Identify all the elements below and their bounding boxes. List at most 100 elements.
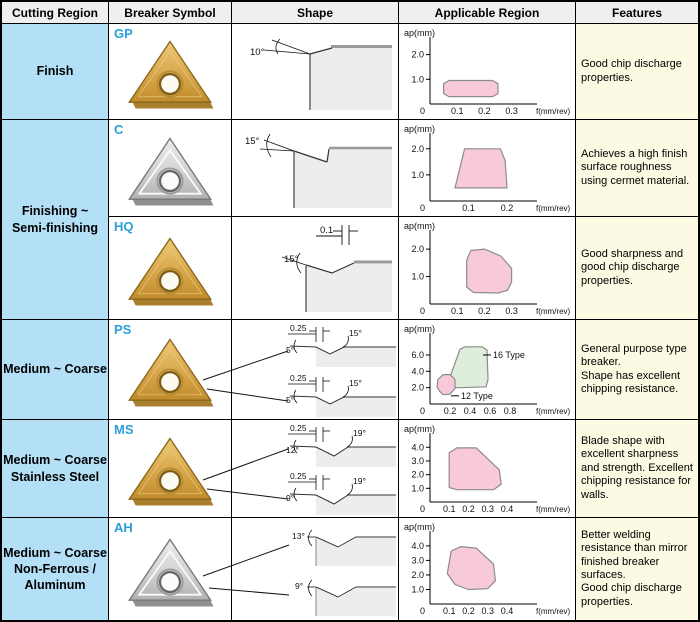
features-text: Blade shape with excellent sharpness and… bbox=[581, 434, 693, 501]
triangle-insert-gold-icon bbox=[128, 40, 214, 109]
breaker-symbol-label: PS bbox=[114, 322, 132, 337]
svg-text:2.0: 2.0 bbox=[411, 470, 424, 480]
header-breaker-symbol: Breaker Symbol bbox=[109, 2, 232, 24]
svg-text:6.0: 6.0 bbox=[411, 350, 424, 360]
breaker-cell-ah: AH bbox=[109, 518, 232, 620]
svg-text:1.0: 1.0 bbox=[411, 74, 424, 84]
svg-text:1.0: 1.0 bbox=[411, 170, 424, 180]
svg-text:f(mm/rev): f(mm/rev) bbox=[536, 107, 571, 116]
svg-text:0.3: 0.3 bbox=[505, 306, 518, 316]
breaker-symbol-label: C bbox=[114, 122, 124, 137]
svg-text:0: 0 bbox=[420, 406, 425, 416]
svg-text:9°: 9° bbox=[295, 581, 303, 591]
features-cell-ah: Better welding resistance than mirror fi… bbox=[576, 518, 698, 620]
shape-cell-gp: 10° bbox=[232, 24, 399, 120]
svg-text:13°: 13° bbox=[292, 531, 305, 541]
svg-text:f(mm/rev): f(mm/rev) bbox=[536, 505, 571, 514]
region-cell-medium-coarse-nonferrous: Medium ~ Coarse Non-Ferrous / Aluminum bbox=[2, 518, 109, 620]
svg-text:2.0: 2.0 bbox=[411, 244, 424, 254]
svg-text:10°: 10° bbox=[250, 47, 265, 58]
svg-text:19°: 19° bbox=[353, 476, 366, 486]
svg-text:0.6: 0.6 bbox=[484, 406, 497, 416]
svg-text:0: 0 bbox=[420, 203, 425, 213]
shape-cell-c: 15° bbox=[232, 120, 399, 217]
features-cell-gp: Good chip discharge properties. bbox=[576, 24, 698, 120]
header-features: Features bbox=[576, 2, 698, 24]
svg-text:4.0: 4.0 bbox=[411, 442, 424, 452]
svg-text:5°: 5° bbox=[286, 345, 294, 355]
svg-text:0: 0 bbox=[420, 504, 425, 514]
svg-text:f(mm/rev): f(mm/rev) bbox=[536, 204, 571, 213]
svg-text:12 Type: 12 Type bbox=[461, 391, 493, 401]
svg-text:f(mm/rev): f(mm/rev) bbox=[536, 307, 571, 316]
svg-text:9°: 9° bbox=[286, 493, 294, 503]
svg-text:0.25: 0.25 bbox=[290, 471, 307, 481]
svg-text:2.0: 2.0 bbox=[411, 50, 424, 60]
svg-text:0: 0 bbox=[420, 606, 425, 616]
shape-diagram-ah: 13° 9° bbox=[292, 529, 396, 616]
shape-cell-ah: 13° 9° bbox=[232, 518, 399, 620]
breaker-symbol-label: HQ bbox=[114, 219, 134, 234]
features-text: Better welding resistance than mirror fi… bbox=[581, 528, 688, 608]
triangle-insert-gold-icon bbox=[128, 237, 214, 306]
svg-text:12°: 12° bbox=[286, 445, 299, 455]
svg-text:0.2: 0.2 bbox=[478, 306, 491, 316]
svg-text:0: 0 bbox=[420, 106, 425, 116]
svg-text:19°: 19° bbox=[353, 428, 366, 438]
svg-text:0.2: 0.2 bbox=[478, 106, 491, 116]
features-text: Good chip discharge properties. bbox=[581, 58, 682, 84]
svg-text:0.25: 0.25 bbox=[290, 323, 307, 333]
svg-text:15°: 15° bbox=[349, 378, 362, 388]
svg-text:16 Type: 16 Type bbox=[493, 350, 525, 360]
svg-text:ap(mm): ap(mm) bbox=[404, 522, 435, 532]
shape-cell-hq: 0.1 15° bbox=[232, 217, 399, 320]
svg-text:0.1: 0.1 bbox=[451, 106, 464, 116]
region-cell-finish: Finish bbox=[2, 24, 109, 120]
features-cell-ms: Blade shape with excellent sharpness and… bbox=[576, 420, 698, 518]
svg-text:0.1: 0.1 bbox=[443, 504, 456, 514]
svg-text:3.0: 3.0 bbox=[411, 555, 424, 565]
breaker-cell-ps: PS bbox=[109, 320, 232, 420]
svg-text:0.1: 0.1 bbox=[320, 225, 333, 236]
shape-cell-ps: 0.25 5° 15° 0.25 bbox=[232, 320, 399, 420]
shape-diagram-hq: 0.1 15° bbox=[281, 225, 392, 312]
features-cell-ps: General purpose type breaker. Shape has … bbox=[576, 320, 698, 420]
svg-text:0.2: 0.2 bbox=[501, 203, 514, 213]
svg-text:ap(mm): ap(mm) bbox=[404, 124, 435, 134]
svg-text:0.2: 0.2 bbox=[462, 504, 475, 514]
header-cutting-region: Cutting Region bbox=[2, 2, 109, 24]
triangle-insert-gold-icon bbox=[128, 437, 214, 506]
breaker-cell-hq: HQ bbox=[109, 217, 232, 320]
svg-text:15°: 15° bbox=[349, 328, 362, 338]
triangle-insert-gold-icon bbox=[128, 338, 214, 407]
breaker-symbol-label: GP bbox=[114, 26, 133, 41]
svg-text:4.0: 4.0 bbox=[411, 541, 424, 551]
shape-cell-ms: 0.25 12° 19° 0.25 bbox=[232, 420, 399, 518]
svg-text:0.25: 0.25 bbox=[290, 373, 307, 383]
breaker-cell-ms: MS bbox=[109, 420, 232, 518]
svg-text:0.25: 0.25 bbox=[290, 423, 307, 433]
shape-diagram-ms: 0.25 12° 19° 0.25 bbox=[286, 423, 396, 515]
features-text: General purpose type breaker. Shape has … bbox=[581, 342, 687, 395]
svg-text:ap(mm): ap(mm) bbox=[404, 221, 435, 231]
shape-diagram-c: 15° bbox=[245, 133, 392, 208]
features-text: Good sharpness and good chip discharge p… bbox=[581, 247, 684, 287]
svg-text:ap(mm): ap(mm) bbox=[404, 28, 435, 38]
svg-text:15°: 15° bbox=[284, 254, 299, 265]
svg-text:0.1: 0.1 bbox=[462, 203, 475, 213]
region-cell-finishing-semi-finishing: Finishing ~ Semi-finishing bbox=[2, 120, 109, 320]
features-cell-c: Achieves a high finish surface roughness… bbox=[576, 120, 698, 217]
svg-text:4.0: 4.0 bbox=[411, 366, 424, 376]
region-cell-medium-coarse-stainless: Medium ~ Coarse Stainless Steel bbox=[2, 420, 109, 518]
svg-text:ap(mm): ap(mm) bbox=[404, 424, 435, 434]
features-cell-hq: Good sharpness and good chip discharge p… bbox=[576, 217, 698, 320]
svg-text:0.1: 0.1 bbox=[451, 306, 464, 316]
shape-diagram-gp: 10° bbox=[250, 38, 392, 110]
svg-text:0.4: 0.4 bbox=[464, 406, 477, 416]
